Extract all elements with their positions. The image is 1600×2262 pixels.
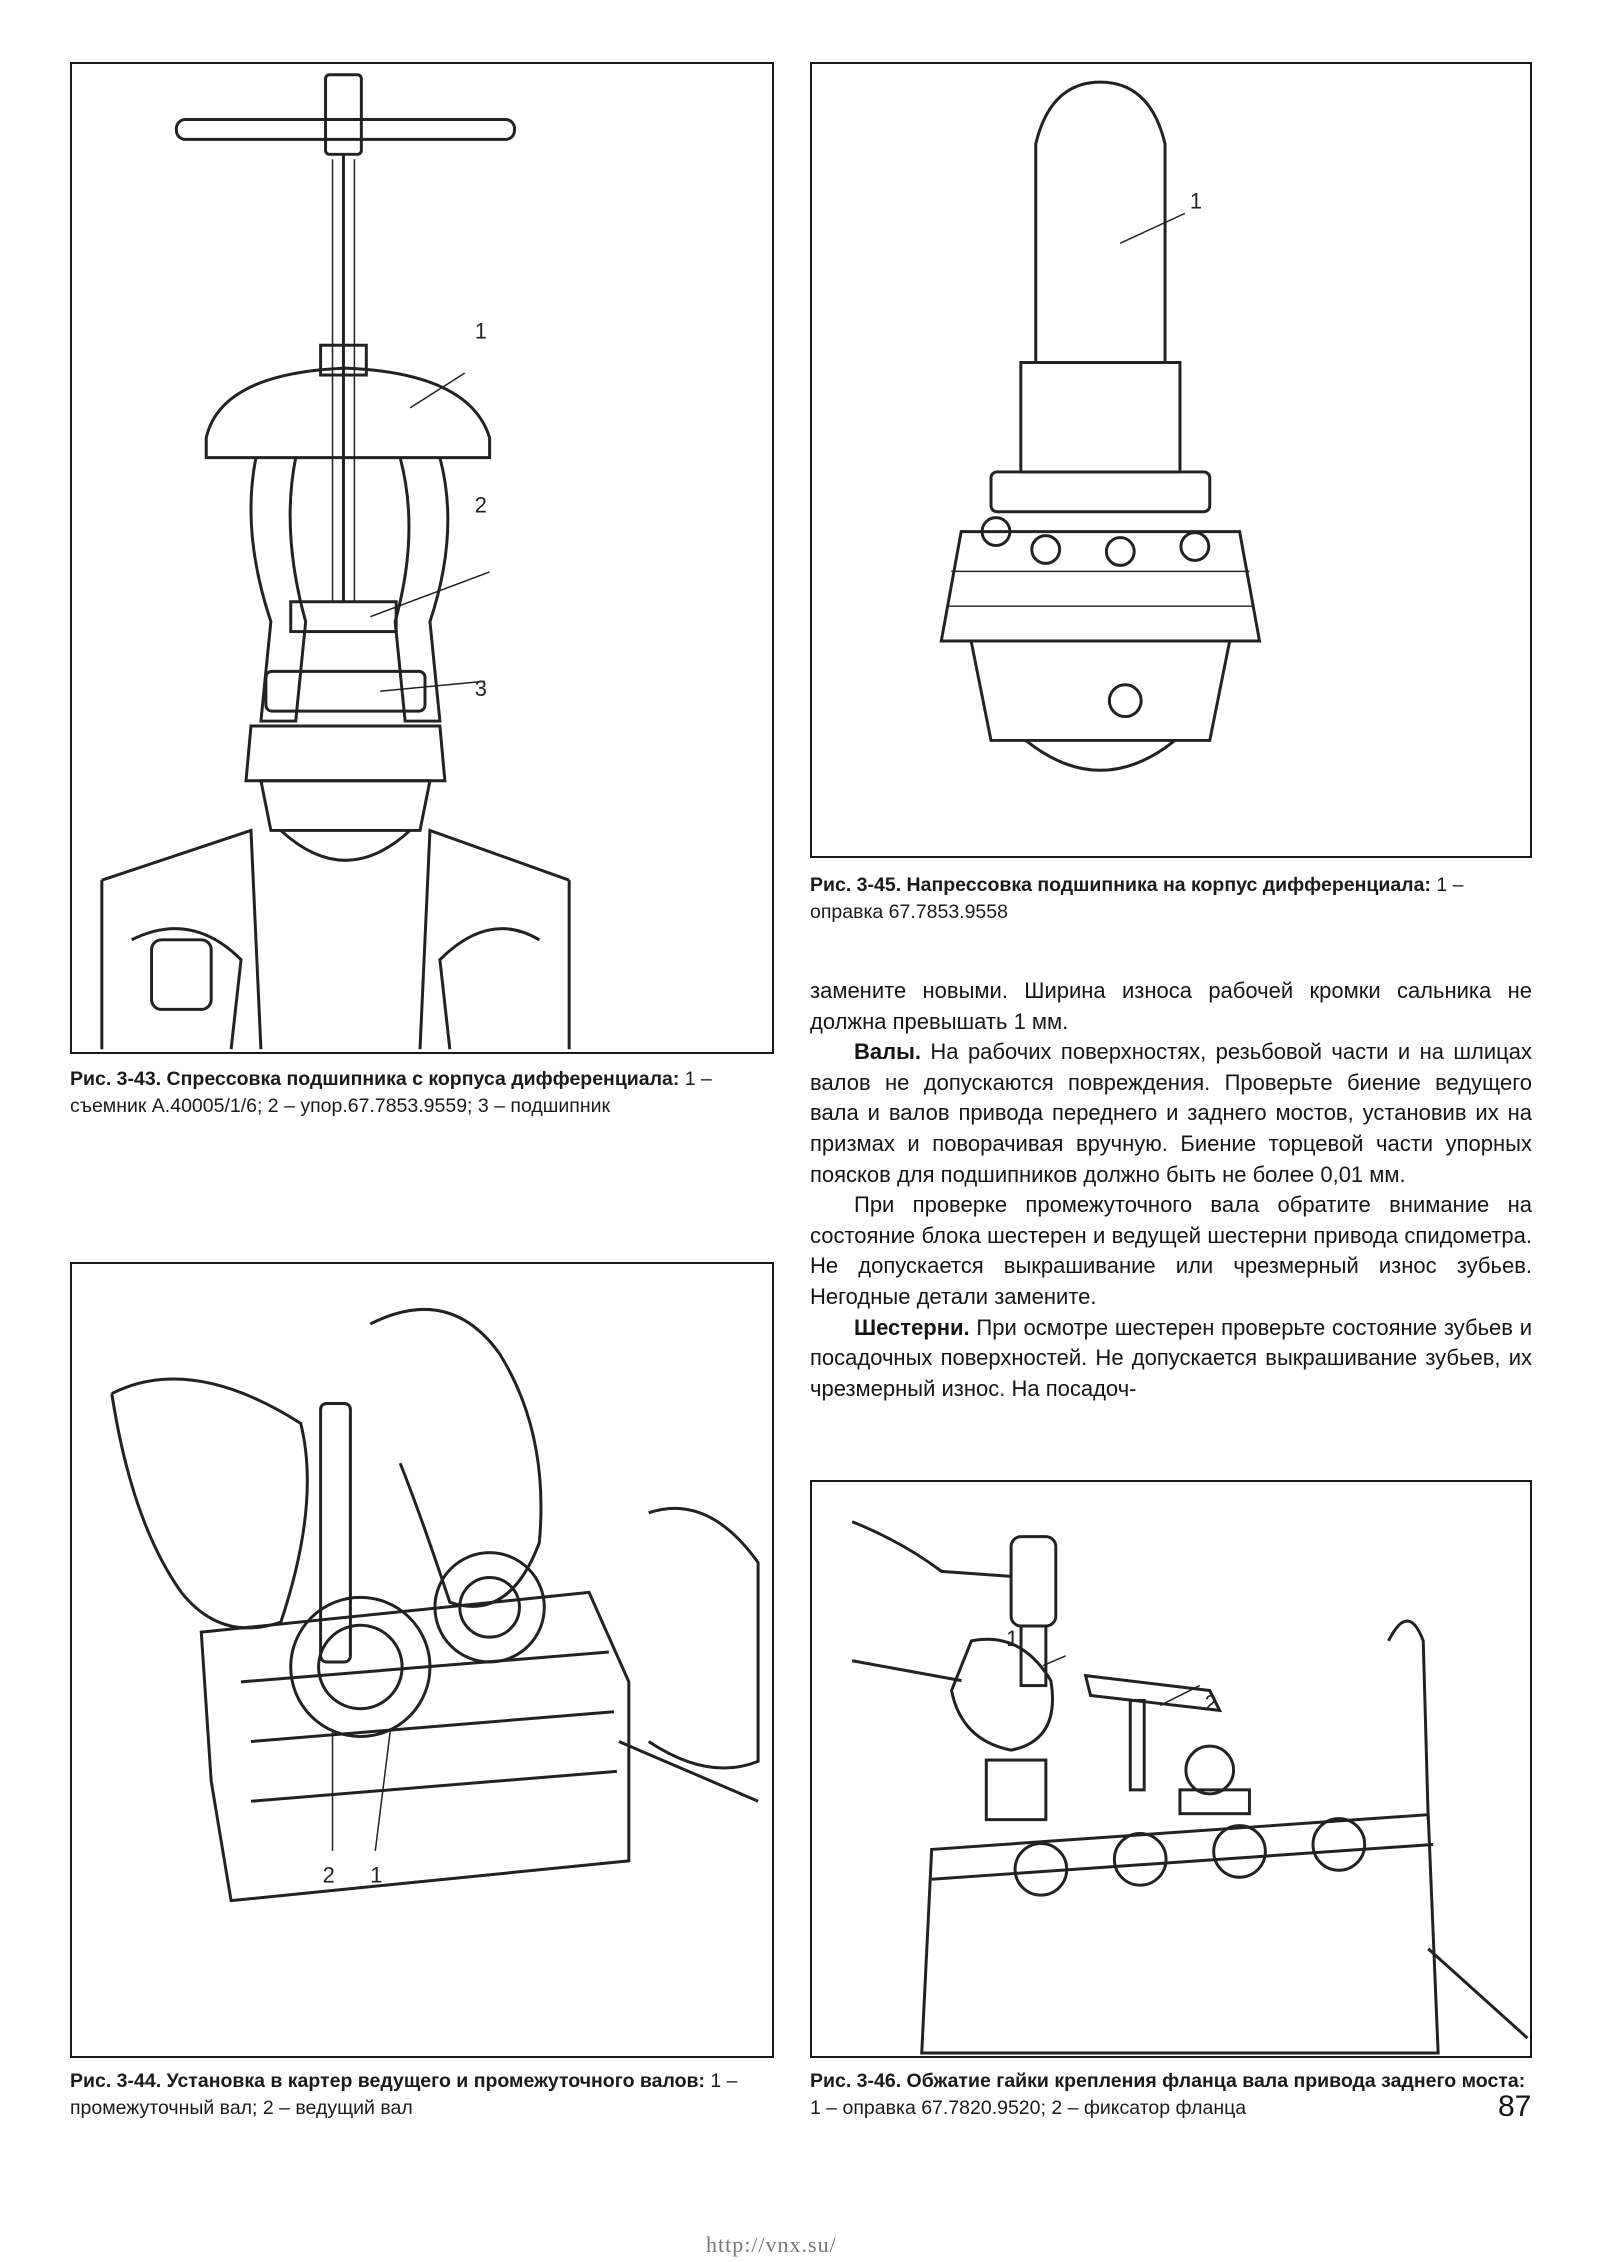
figure-3-44-callout-2: 2 bbox=[323, 1863, 335, 1888]
figure-3-45-drawing: 1 bbox=[939, 80, 1262, 772]
figure-3-46-callout-1: 1 bbox=[1006, 1626, 1018, 1651]
figure-3-44-callout-1: 1 bbox=[370, 1863, 382, 1888]
body-text: замените новыми. Ширина износа рабочей к… bbox=[810, 976, 1532, 1404]
figure-3-46: 1 2 bbox=[810, 1480, 1532, 2058]
figure-3-43-drawing: 1 2 3 bbox=[100, 73, 571, 1050]
footer-url[interactable]: http://vnx.su/ bbox=[706, 2232, 837, 2257]
figure-3-45-label: Рис. 3-45. bbox=[810, 874, 902, 896]
figure-3-46-callout-2: 2 bbox=[1205, 1690, 1217, 1715]
paragraph-1: замените новыми. Ширина износа рабочей к… bbox=[810, 978, 1532, 1034]
figure-3-43-title: Спрессовка подшипника с корпуса дифферен… bbox=[166, 1068, 680, 1090]
page-number: 87 bbox=[1498, 2090, 1532, 2123]
paragraph-shafts-text: На рабочих поверхностях, резьбовой части… bbox=[810, 1039, 1532, 1187]
figure-3-45-caption: Рис. 3-45. Напрессовка подшипника на кор… bbox=[810, 872, 1532, 926]
paragraph-shafts-heading: Валы. bbox=[854, 1039, 921, 1065]
figure-3-43: 1 2 3 bbox=[70, 62, 774, 1054]
paragraph-gears-heading: Шестерни. bbox=[854, 1314, 970, 1340]
figure-3-44: 2 1 bbox=[70, 1262, 774, 2058]
figure-3-45-callout-1: 1 bbox=[1190, 188, 1202, 213]
paragraph-shafts: Валы. На рабочих поверхностях, резьбовой… bbox=[810, 1037, 1532, 1190]
figure-3-43-legend: 1 – съемник А.40005/1/6; 2 – упор.67.785… bbox=[70, 1068, 712, 1117]
figure-3-45-legend: 1 – оправка 67.7853.9558 bbox=[810, 874, 1464, 923]
figure-3-45-title: Напрессовка подшипника на корпус диффере… bbox=[906, 874, 1431, 896]
figure-3-43-callout-2: 2 bbox=[475, 492, 487, 517]
figure-3-43-callout-1: 1 bbox=[475, 318, 487, 343]
paragraph-gears: Шестерни. При осмотре шестерен проверьте… bbox=[810, 1313, 1532, 1405]
figure-3-46-legend: 1 – оправка 67.7820.9520; 2 – фиксатор ф… bbox=[810, 2097, 1247, 2119]
figure-3-44-title: Установка в картер ведущего и промежуточ… bbox=[166, 2070, 705, 2092]
figure-3-45: 1 bbox=[810, 62, 1532, 858]
figure-3-43-label: Рис. 3-43. bbox=[70, 1068, 162, 1090]
figure-3-44-label: Рис. 3-44. bbox=[70, 2070, 162, 2092]
figure-3-44-legend: 1 – промежуточный вал; 2 – ведущий вал bbox=[70, 2070, 738, 2119]
paragraph-gears-text: При осмотре шестерен проверьте состояние… bbox=[810, 1314, 1532, 1401]
figure-3-46-label: Рис. 3-46. bbox=[810, 2070, 902, 2092]
figure-3-46-drawing: 1 2 bbox=[851, 1520, 1529, 2055]
figure-3-46-caption: Рис. 3-46. Обжатие гайки крепления фланц… bbox=[810, 2068, 1532, 2122]
figure-3-43-callout-3: 3 bbox=[475, 676, 487, 701]
figure-3-44-drawing: 2 1 bbox=[110, 1308, 760, 1903]
figure-3-43-caption: Рис. 3-43. Спрессовка подшипника с корпу… bbox=[70, 1066, 774, 1120]
paragraph-intermediate-shaft: При проверке промежуточного вала обратит… bbox=[810, 1192, 1532, 1309]
figure-3-46-title: Обжатие гайки крепления фланца вала прив… bbox=[906, 2070, 1526, 2092]
figure-3-44-caption: Рис. 3-44. Установка в картер ведущего и… bbox=[70, 2068, 774, 2122]
